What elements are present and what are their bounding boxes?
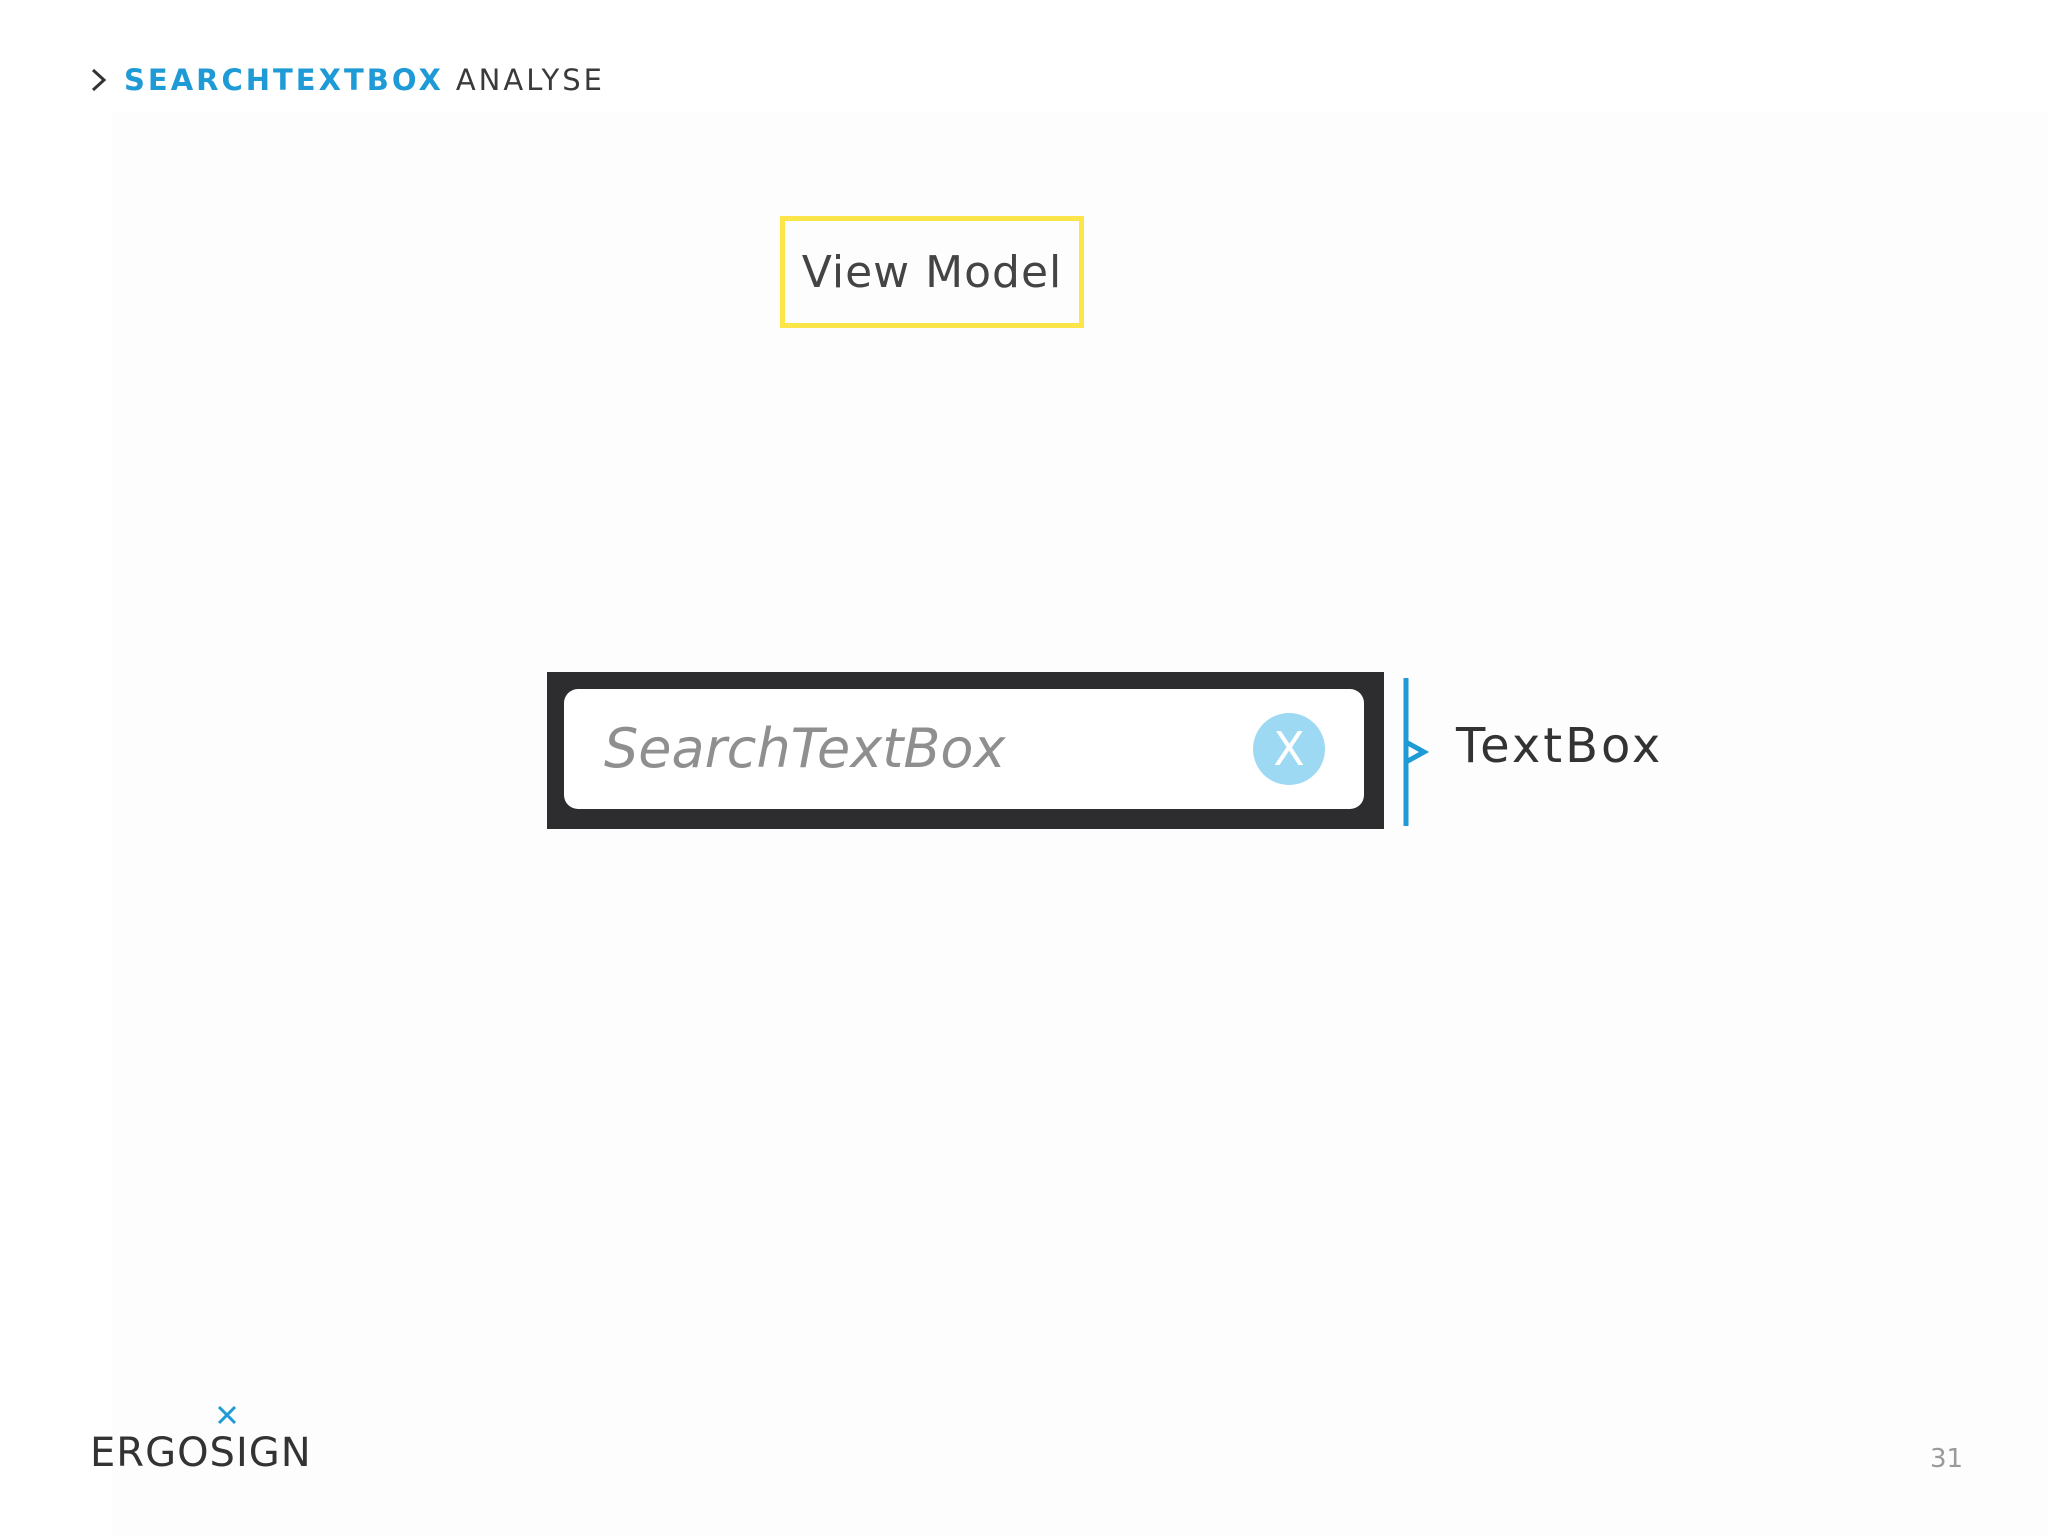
- search-textbox-frame: SearchTextBox X: [547, 672, 1384, 829]
- search-input-value: SearchTextBox: [604, 717, 1006, 780]
- clear-button-label: X: [1273, 722, 1305, 776]
- breadcrumb-section: SEARCHTEXTBOX: [124, 63, 444, 97]
- search-input[interactable]: SearchTextBox X: [564, 689, 1364, 809]
- page-number: 31: [1930, 1444, 1964, 1474]
- breadcrumb-page: ANALYSE: [455, 63, 605, 97]
- logo-text: ERGOSIGN: [90, 1430, 312, 1476]
- view-model-box: View Model: [780, 216, 1084, 328]
- x-mark-icon: [217, 1405, 237, 1425]
- ergosign-logo: ERGOSIGN: [90, 1404, 312, 1476]
- view-model-label: View Model: [801, 246, 1063, 298]
- chevron-right-icon: [91, 68, 107, 92]
- textbox-annotation-label: TextBox: [1456, 718, 1664, 774]
- clear-button[interactable]: X: [1253, 713, 1325, 785]
- brace-icon: [1403, 678, 1430, 826]
- breadcrumb: SEARCHTEXTBOX ANALYSE: [90, 60, 605, 100]
